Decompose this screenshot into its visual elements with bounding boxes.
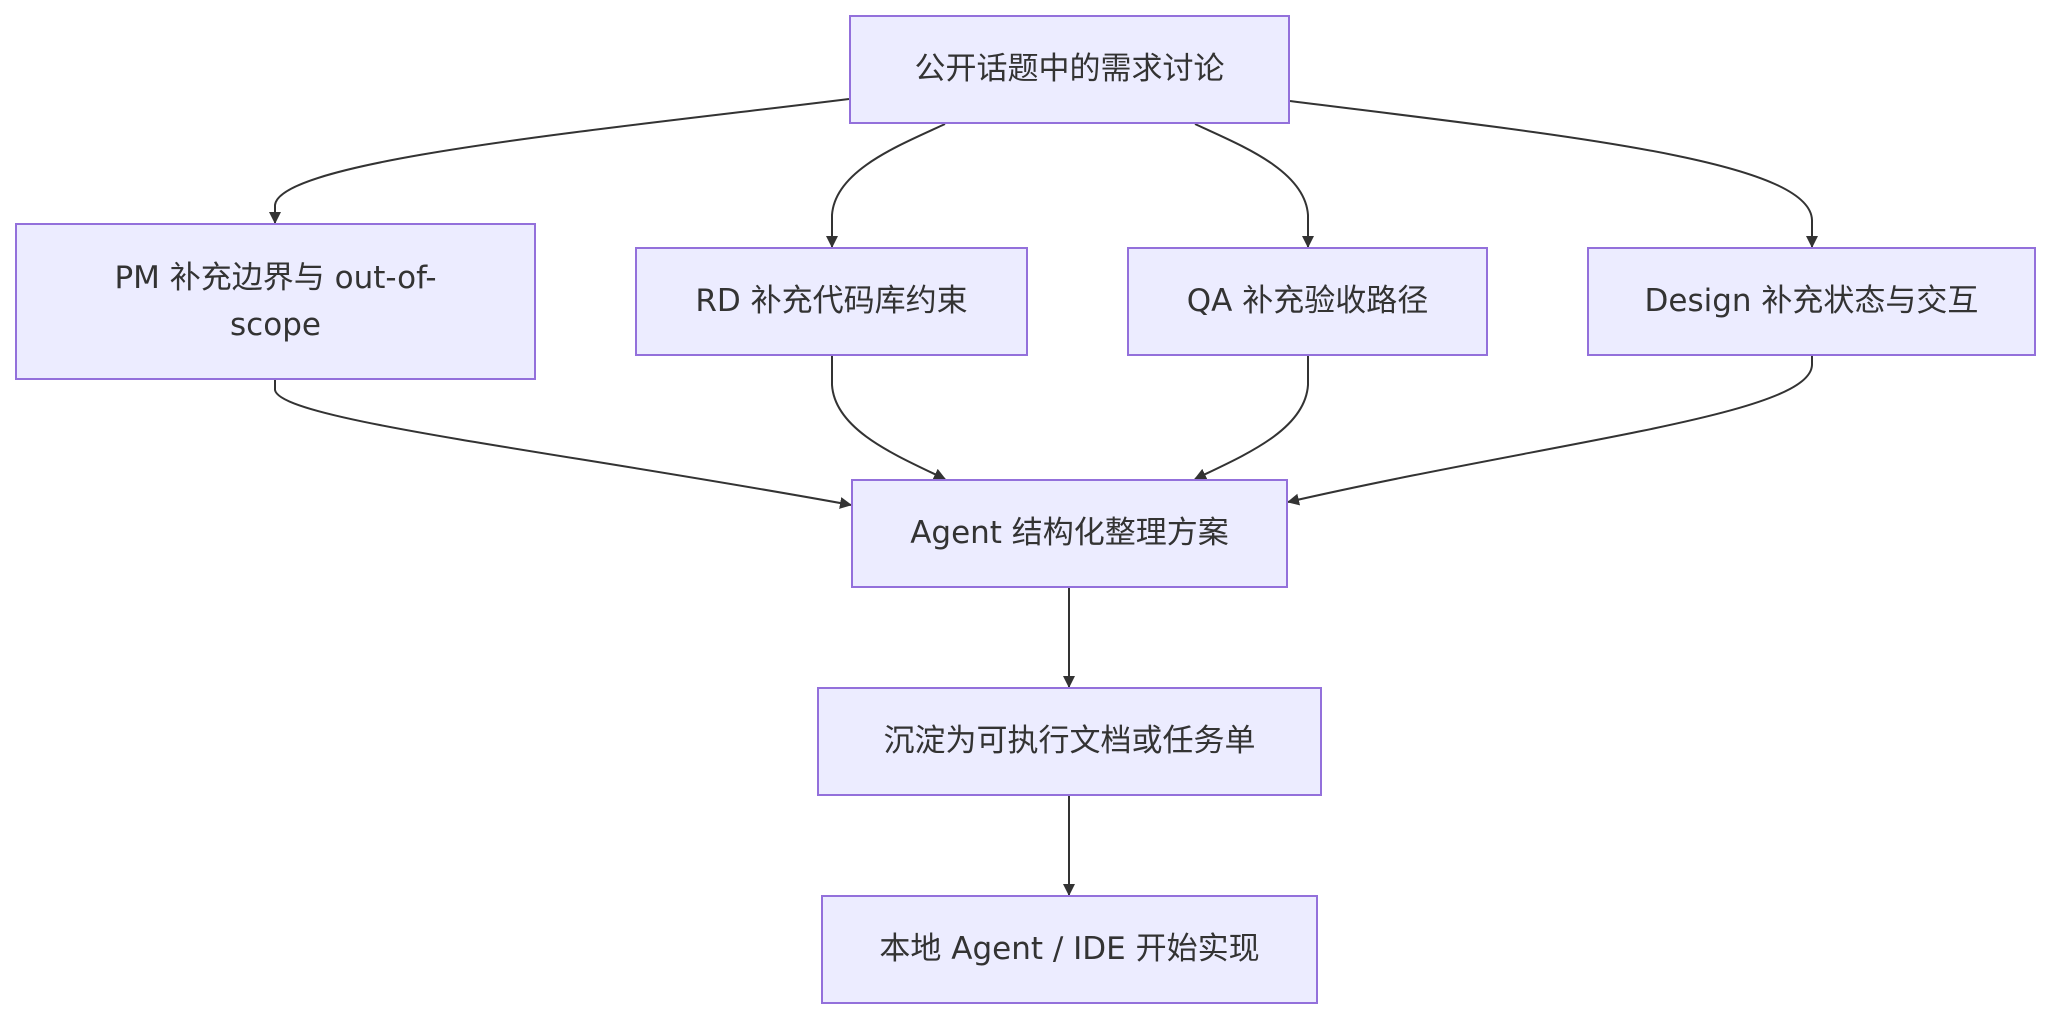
edge-top-to-pm	[269, 98, 850, 224]
node-label: 公开话题中的需求讨论	[914, 51, 1225, 87]
node-agent-structuring: Agent 结构化整理方案	[851, 479, 1288, 588]
edge-design-to-agent	[1287, 356, 1813, 506]
node-rd-constraints: RD 补充代码库约束	[635, 247, 1028, 356]
edge-qa-to-agent	[1194, 356, 1309, 480]
node-executable-doc: 沉淀为可执行文档或任务单	[817, 687, 1322, 796]
node-label: 本地 Agent / IDE 开始实现	[879, 931, 1260, 967]
edge-pm-to-agent	[274, 380, 852, 509]
node-label: QA 补充验收路径	[1186, 283, 1429, 319]
node-design-interaction: Design 补充状态与交互	[1587, 247, 2036, 356]
edge-top-to-design	[1289, 100, 1818, 248]
node-local-agent-ide: 本地 Agent / IDE 开始实现	[821, 895, 1318, 1004]
node-label: RD 补充代码库约束	[695, 283, 968, 319]
node-label: Design 补充状态与交互	[1644, 283, 1979, 319]
node-label: 沉淀为可执行文档或任务单	[883, 723, 1256, 759]
node-public-topic-discussion: 公开话题中的需求讨论	[849, 15, 1290, 124]
node-label: Agent 结构化整理方案	[910, 515, 1229, 551]
node-qa-acceptance: QA 补充验收路径	[1127, 247, 1488, 356]
node-pm-boundary: PM 补充边界与 out-of-scope	[15, 223, 536, 380]
edge-rd-to-agent	[831, 356, 946, 480]
node-label: PM 补充边界与 out-of-scope	[114, 259, 437, 343]
edge-top-to-qa	[1194, 123, 1314, 248]
edge-top-to-rd	[826, 123, 946, 248]
